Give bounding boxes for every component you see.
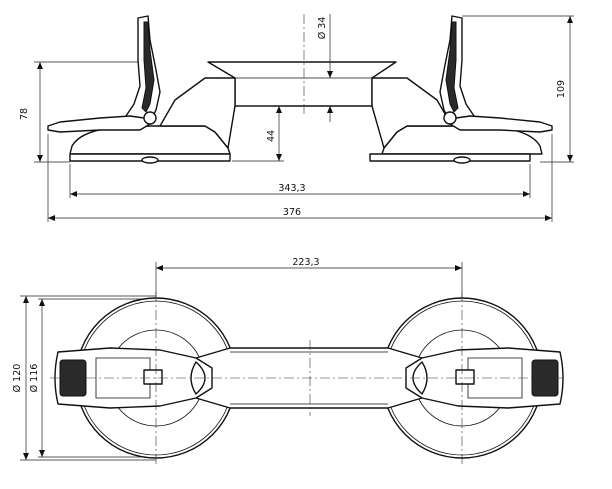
dim-label-diameter-34: Ø 34: [317, 17, 328, 40]
dimension-376: 376: [47, 134, 553, 222]
dim-label-44: 44: [266, 130, 277, 142]
right-lever-side: [439, 15, 553, 133]
dim-label-376: 376: [283, 207, 301, 218]
dim-label-109: 109: [556, 80, 567, 98]
side-view: 78 109 44 Ø 34 343,3: [19, 14, 574, 222]
dimension-diameter-116: Ø 116: [29, 298, 156, 458]
dimension-78: 78: [19, 61, 138, 163]
left-lever-side: [47, 15, 161, 133]
left-lever-top: [54, 347, 213, 409]
dim-label-223-3: 223,3: [292, 257, 319, 268]
dimension-diameter-120: Ø 120: [12, 295, 156, 461]
dim-label-diameter-120: Ø 120: [12, 364, 23, 393]
dim-label-78: 78: [19, 108, 30, 120]
dim-label-343-3: 343,3: [278, 183, 305, 194]
dimension-223-3: 223,3: [155, 257, 463, 300]
left-suction-cup-side: [69, 77, 236, 164]
grab-bar-side: [207, 61, 397, 107]
dimension-109: 109: [462, 15, 574, 163]
top-view: 223,3 Ø 120 Ø 116: [12, 257, 566, 466]
dim-label-diameter-116: Ø 116: [29, 364, 40, 393]
dimension-diameter-34: Ø 34: [317, 14, 333, 122]
dimension-343-3: 343,3: [69, 164, 531, 198]
dimension-44: 44: [232, 105, 284, 162]
